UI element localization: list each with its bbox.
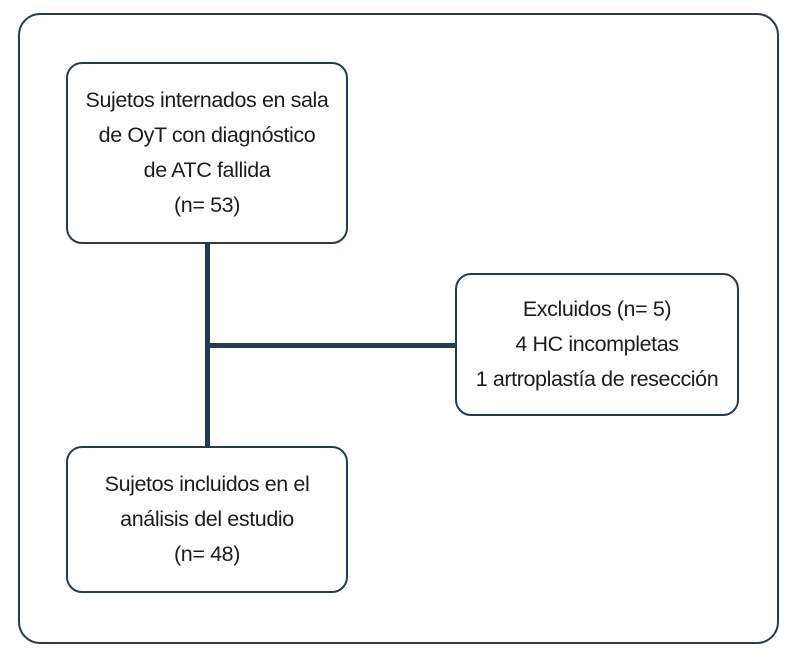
- text-line: (n= 53): [174, 193, 240, 217]
- text-line: 4 HC incompletas: [515, 332, 679, 356]
- text-line: de OyT con diagnóstico: [98, 123, 316, 147]
- text-line: Excluidos (n= 5): [522, 297, 672, 321]
- text-line: Sujetos incluidos en el: [104, 472, 310, 496]
- box-enrolled: Sujetos internados en sala de OyT con di…: [66, 62, 348, 244]
- connector-to-excluded: [207, 343, 456, 348]
- box-excluded: Excluidos (n= 5) 4 HC incompletas 1 artr…: [455, 273, 739, 416]
- text-line: análisis del estudio: [120, 507, 294, 531]
- text-line: Sujetos internados en sala: [85, 88, 329, 112]
- text-line: de ATC fallida: [143, 158, 271, 182]
- box-included: Sujetos incluidos en el análisis del est…: [66, 446, 348, 593]
- text-line: (n= 48): [174, 542, 240, 566]
- text-line: 1 artroplastía de resección: [475, 367, 719, 391]
